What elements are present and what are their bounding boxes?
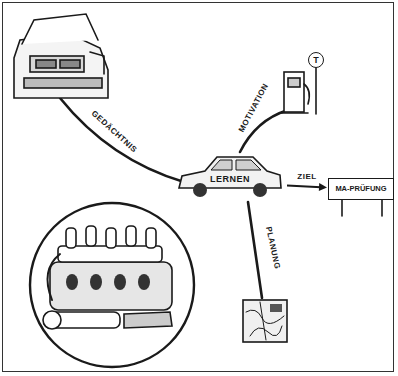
car-node: LERNEN [175, 148, 285, 200]
sign-circle: T [308, 52, 324, 68]
node-text: T [313, 56, 319, 65]
branch-label: PLANUNG [264, 225, 281, 271]
connector-arrow [287, 183, 327, 191]
sign-board: MA-PRÜFUNG [328, 178, 394, 200]
branch-label: MOTIVATION [237, 81, 270, 134]
edge-label: ZIEL [296, 173, 317, 181]
arrow-head [319, 183, 327, 191]
node-text: LERNEN [210, 175, 250, 184]
car-outline [175, 148, 285, 200]
node-text: MA-PRÜFUNG [335, 185, 386, 193]
